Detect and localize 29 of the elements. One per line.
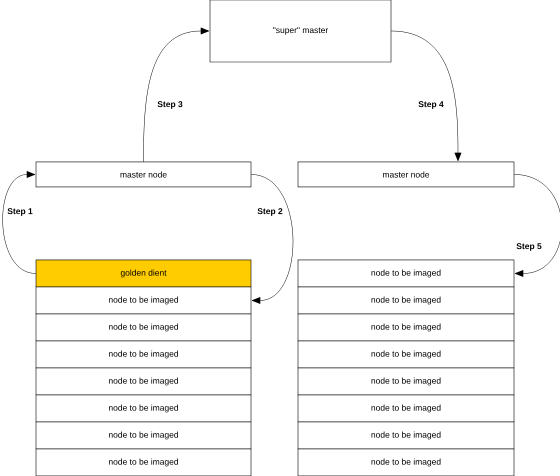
curved-arrow [391, 30, 462, 162]
node-box: node to be imaged [36, 394, 252, 422]
curved-arrow [143, 28, 210, 162]
node-box: node to be imaged [36, 368, 252, 396]
node-box: node to be imaged [298, 394, 514, 422]
node-box: "super" master [210, 0, 392, 62]
node-box: node to be imaged [298, 368, 514, 396]
curved-arrow [2, 171, 36, 274]
node-box: node to be imaged [298, 340, 514, 368]
node-box: node to be imaged [36, 422, 252, 450]
node-box: node to be imaged [298, 422, 514, 450]
node-box: master node [298, 162, 514, 188]
edge-label: Step 5 [515, 242, 543, 252]
node-box: node to be imaged [36, 448, 252, 476]
edge-label: Step 1 [6, 207, 34, 217]
node-box: node to be imaged [298, 314, 514, 342]
node-box: node to be imaged [36, 286, 252, 314]
node-box: master node [36, 162, 252, 188]
node-box: node to be imaged [36, 314, 252, 342]
edge-label: Step 3 [156, 100, 184, 110]
curved-arrow [514, 174, 560, 277]
edge-label: Step 2 [256, 207, 284, 217]
node-box: node to be imaged [298, 448, 514, 476]
node-box: node to be imaged [36, 340, 252, 368]
node-box: node to be imaged [298, 260, 514, 288]
edge-label: Step 4 [417, 100, 445, 110]
node-box: node to be imaged [298, 286, 514, 314]
node-box: golden dient [36, 260, 252, 288]
curved-arrow [251, 174, 294, 304]
